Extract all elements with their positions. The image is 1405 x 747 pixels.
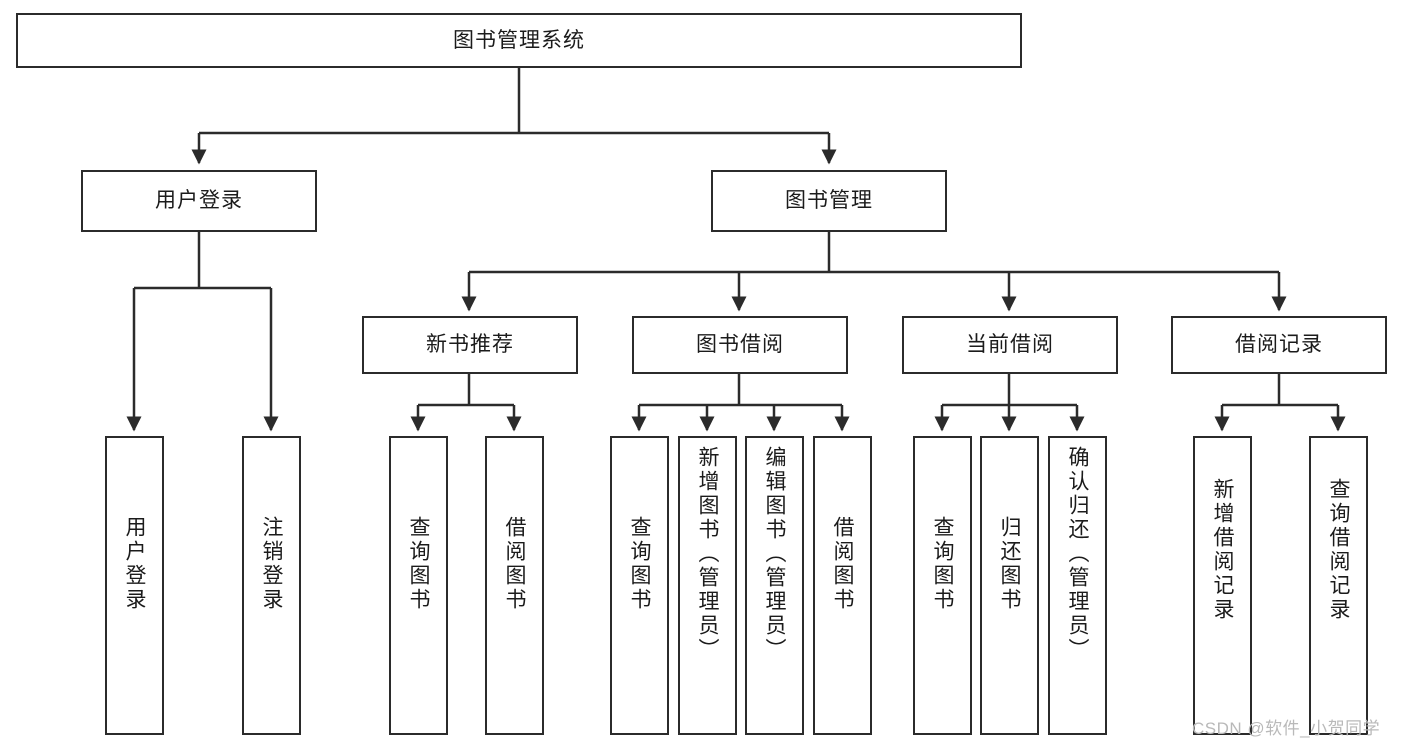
node-label: 新书推荐 [426, 333, 514, 357]
node-book-borrowing[interactable]: 图书借阅 [632, 316, 848, 374]
node-new-book-recommendation[interactable]: 新书推荐 [362, 316, 578, 374]
leaf-add-book-admin[interactable]: 新增图书（管理员） [678, 436, 737, 735]
node-label: 图书管理系统 [453, 28, 585, 52]
node-label: 新增借阅记录 [1211, 478, 1234, 622]
leaf-confirm-return-admin[interactable]: 确认归还（管理员） [1048, 436, 1107, 735]
leaf-logout[interactable]: 注销登录 [242, 436, 301, 735]
leaf-query-book-new[interactable]: 查询图书 [389, 436, 448, 735]
node-user-login[interactable]: 用户登录 [81, 170, 317, 232]
node-root-book-management-system[interactable]: 图书管理系统 [16, 13, 1022, 68]
node-label: 注销登录 [260, 516, 283, 612]
leaf-query-book-current[interactable]: 查询图书 [913, 436, 972, 735]
node-label: 借阅图书 [503, 516, 526, 612]
leaf-borrow-book[interactable]: 借阅图书 [813, 436, 872, 735]
node-label: 查询图书 [628, 516, 651, 612]
node-current-borrowing[interactable]: 当前借阅 [902, 316, 1118, 374]
node-label: 用户登录 [123, 516, 146, 612]
node-label: 图书借阅 [696, 333, 784, 357]
leaf-return-book[interactable]: 归还图书 [980, 436, 1039, 735]
leaf-borrow-book-new[interactable]: 借阅图书 [485, 436, 544, 735]
leaf-add-borrow-record[interactable]: 新增借阅记录 [1193, 436, 1252, 735]
node-label: 查询图书 [931, 516, 954, 612]
node-label: 归还图书 [998, 516, 1021, 612]
node-borrow-records[interactable]: 借阅记录 [1171, 316, 1387, 374]
node-label: 新增图书（管理员） [696, 446, 719, 662]
node-label: 借阅图书 [831, 516, 854, 612]
leaf-user-login[interactable]: 用户登录 [105, 436, 164, 735]
node-book-management[interactable]: 图书管理 [711, 170, 947, 232]
leaf-query-borrow-record[interactable]: 查询借阅记录 [1309, 436, 1368, 735]
leaf-query-book-borrow[interactable]: 查询图书 [610, 436, 669, 735]
node-label: 查询图书 [407, 516, 430, 612]
node-label: 查询借阅记录 [1327, 478, 1350, 622]
node-label: 图书管理 [785, 189, 873, 213]
node-label: 用户登录 [155, 189, 243, 213]
node-label: 借阅记录 [1235, 333, 1323, 357]
leaf-edit-book-admin[interactable]: 编辑图书（管理员） [745, 436, 804, 735]
node-label: 编辑图书（管理员） [763, 446, 786, 662]
node-label: 当前借阅 [966, 333, 1054, 357]
node-label: 确认归还（管理员） [1066, 446, 1089, 662]
csdn-watermark: CSDN @软件_小贺同学 [1192, 719, 1381, 738]
